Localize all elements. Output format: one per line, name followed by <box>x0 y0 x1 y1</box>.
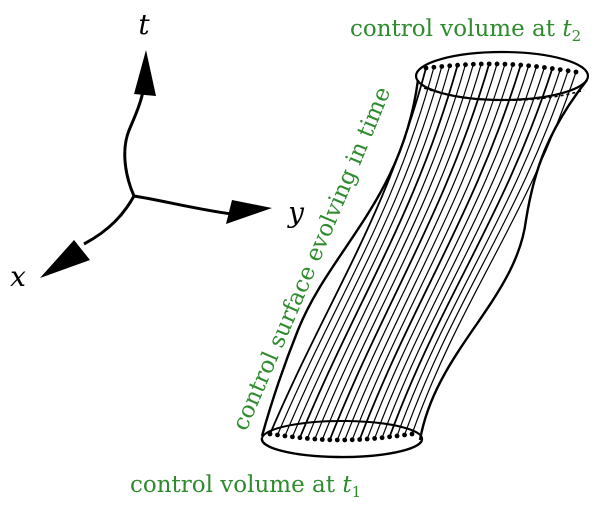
t-axis-arrowhead <box>134 50 156 96</box>
filament-bottom-dot <box>319 437 325 442</box>
filament-top-dot <box>549 66 555 71</box>
filament <box>358 64 522 440</box>
filament-bottom-dot <box>372 436 378 441</box>
bottom-ellipse-back <box>261 419 424 441</box>
filament-top-dot <box>439 64 445 69</box>
filament <box>328 63 491 441</box>
filament-bottom-dot <box>327 437 333 443</box>
bottom-label-sub: 1 <box>352 483 362 501</box>
filament-top-dot <box>542 65 547 70</box>
filament-bottom-dot <box>409 431 415 437</box>
filament <box>276 67 435 436</box>
filament-top-dot <box>423 65 429 71</box>
filament-top-dot <box>526 63 532 69</box>
filament-top-dot <box>573 69 579 75</box>
filament-bottom-dot <box>290 434 295 440</box>
top-label-var: t <box>562 16 572 42</box>
coordinate-axes: t y x <box>10 8 305 293</box>
filament-top-dot <box>486 61 492 67</box>
filament-bottom-dot <box>364 436 370 442</box>
filament-bottom-dot <box>334 437 340 443</box>
filament <box>396 69 561 437</box>
filament-bottom-dot <box>379 435 385 441</box>
filament-endpoints <box>267 61 579 443</box>
filament-top-dot <box>494 61 500 67</box>
filament <box>306 64 467 439</box>
t-axis-line <box>123 85 146 197</box>
filament-top-dot <box>447 63 453 69</box>
filament-top-dot <box>518 62 524 68</box>
filament <box>351 64 514 441</box>
x-axis-arrowhead <box>40 240 90 278</box>
filament <box>388 68 554 438</box>
top-ellipse-inner-dashed <box>423 87 585 102</box>
tube-right-outline <box>418 79 588 441</box>
t-axis-label: t <box>138 8 150 41</box>
bottom-label-prefix: control volume at <box>130 472 342 498</box>
filament <box>374 66 538 439</box>
filament <box>284 66 443 437</box>
filament-top-dot <box>470 61 476 67</box>
y-axis-label: y <box>286 196 305 229</box>
top-control-volume-label: control volume at t2 <box>350 16 581 45</box>
bottom-label-var: t <box>342 472 352 498</box>
control-surface <box>260 50 590 459</box>
filament-bottom-dot <box>387 434 392 440</box>
filament-bottom-dot <box>282 433 288 439</box>
filament-bottom-dot <box>349 437 355 443</box>
filament-bottom-dot <box>275 432 280 438</box>
filament-bottom-dot <box>357 437 363 442</box>
filament <box>344 63 506 441</box>
filament <box>291 65 451 438</box>
bottom-control-volume-label: control volume at t1 <box>130 472 361 501</box>
tube-left-outline <box>260 79 420 437</box>
filament-top-dot <box>431 64 437 70</box>
filament-top-dot <box>565 68 571 74</box>
top-label-sub: 2 <box>572 27 582 45</box>
filament <box>314 64 474 440</box>
filament <box>336 63 498 441</box>
filament-top-dot <box>455 62 460 68</box>
filament <box>299 64 459 439</box>
filament-bottom-dot <box>394 433 400 439</box>
top-label-prefix: control volume at <box>350 16 562 42</box>
surface-filaments <box>269 63 577 441</box>
y-axis-arrowhead <box>226 200 272 224</box>
filament-top-dot <box>534 64 539 69</box>
filament-bottom-dot <box>297 435 303 441</box>
x-axis-label: x <box>10 260 26 293</box>
filament <box>403 70 569 436</box>
filament-bottom-dot <box>304 436 310 441</box>
filament-bottom-dot <box>312 436 318 442</box>
filament-top-dot <box>510 62 516 67</box>
filament-top-dot <box>502 61 508 67</box>
bottom-ellipse-front <box>260 437 424 459</box>
filament-bottom-dot <box>402 432 407 438</box>
control-surface-label: control surface evolving in time <box>228 83 397 434</box>
filament-bottom-dot <box>342 437 348 443</box>
filament <box>366 65 530 440</box>
x-axis-line <box>83 195 136 246</box>
filament <box>381 67 545 438</box>
control-surface-label-text: control surface evolving in time <box>228 83 397 434</box>
filament-top-dot <box>478 61 484 67</box>
top-ellipse-back <box>414 50 590 77</box>
y-axis-line <box>133 194 233 216</box>
filament-top-dot <box>463 62 468 68</box>
filament-bottom-dot <box>267 431 273 437</box>
filament-top-dot <box>557 67 563 73</box>
filament <box>321 63 482 440</box>
